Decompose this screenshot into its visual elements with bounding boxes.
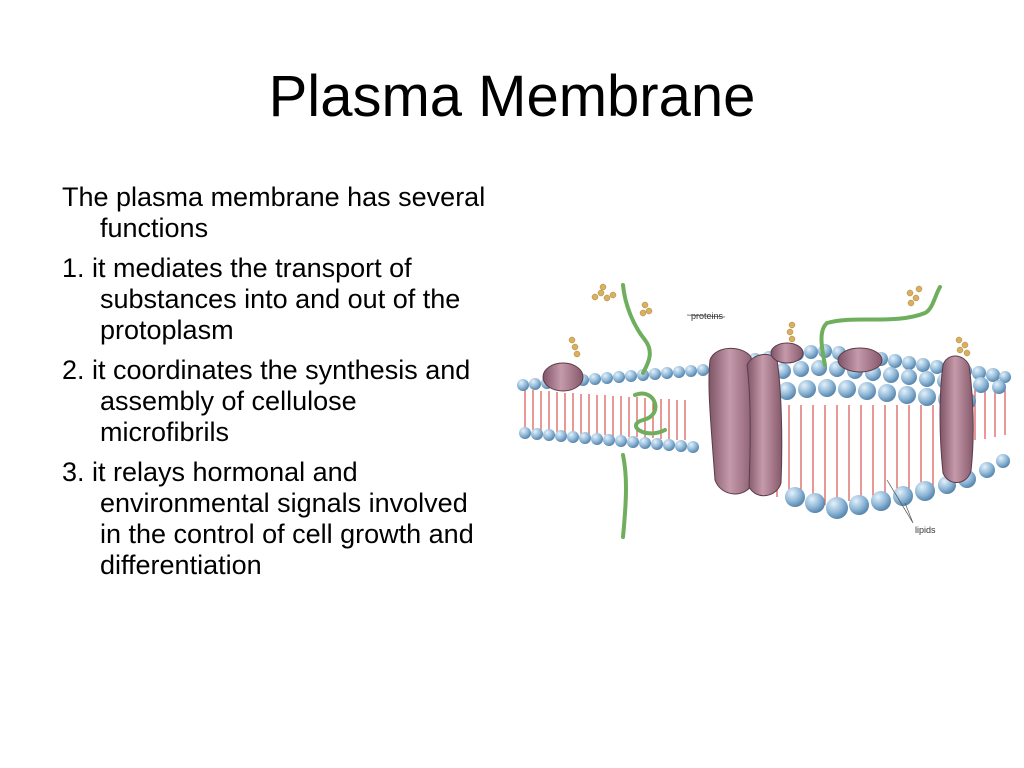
function-item-2: 2. it coordinates the synthesis and asse… bbox=[62, 355, 471, 447]
lipid-heads-lower-left bbox=[519, 427, 699, 453]
slide-title: Plasma Membrane bbox=[268, 64, 756, 129]
membrane-illustration: proteins lipids bbox=[517, 283, 1011, 539]
function-item-1: 1. it mediates the transport of substanc… bbox=[62, 253, 461, 345]
diagram-leader-lines bbox=[686, 314, 914, 524]
slide-body: The plasma membrane has several function… bbox=[62, 182, 492, 590]
membrane-proteins bbox=[542, 342, 974, 497]
function-item-3: 3. it relays hormonal and environmental … bbox=[62, 457, 474, 580]
sugar-groups bbox=[568, 283, 971, 358]
lipids-label: lipids bbox=[915, 525, 936, 535]
intro-paragraph: The plasma membrane has several function… bbox=[62, 182, 486, 243]
proteins-label: proteins bbox=[691, 311, 724, 321]
membrane-diagram: proteins lipids bbox=[515, 265, 1015, 555]
lipid-heads-lower-front bbox=[785, 454, 1010, 519]
carbohydrate-chains bbox=[621, 283, 942, 539]
